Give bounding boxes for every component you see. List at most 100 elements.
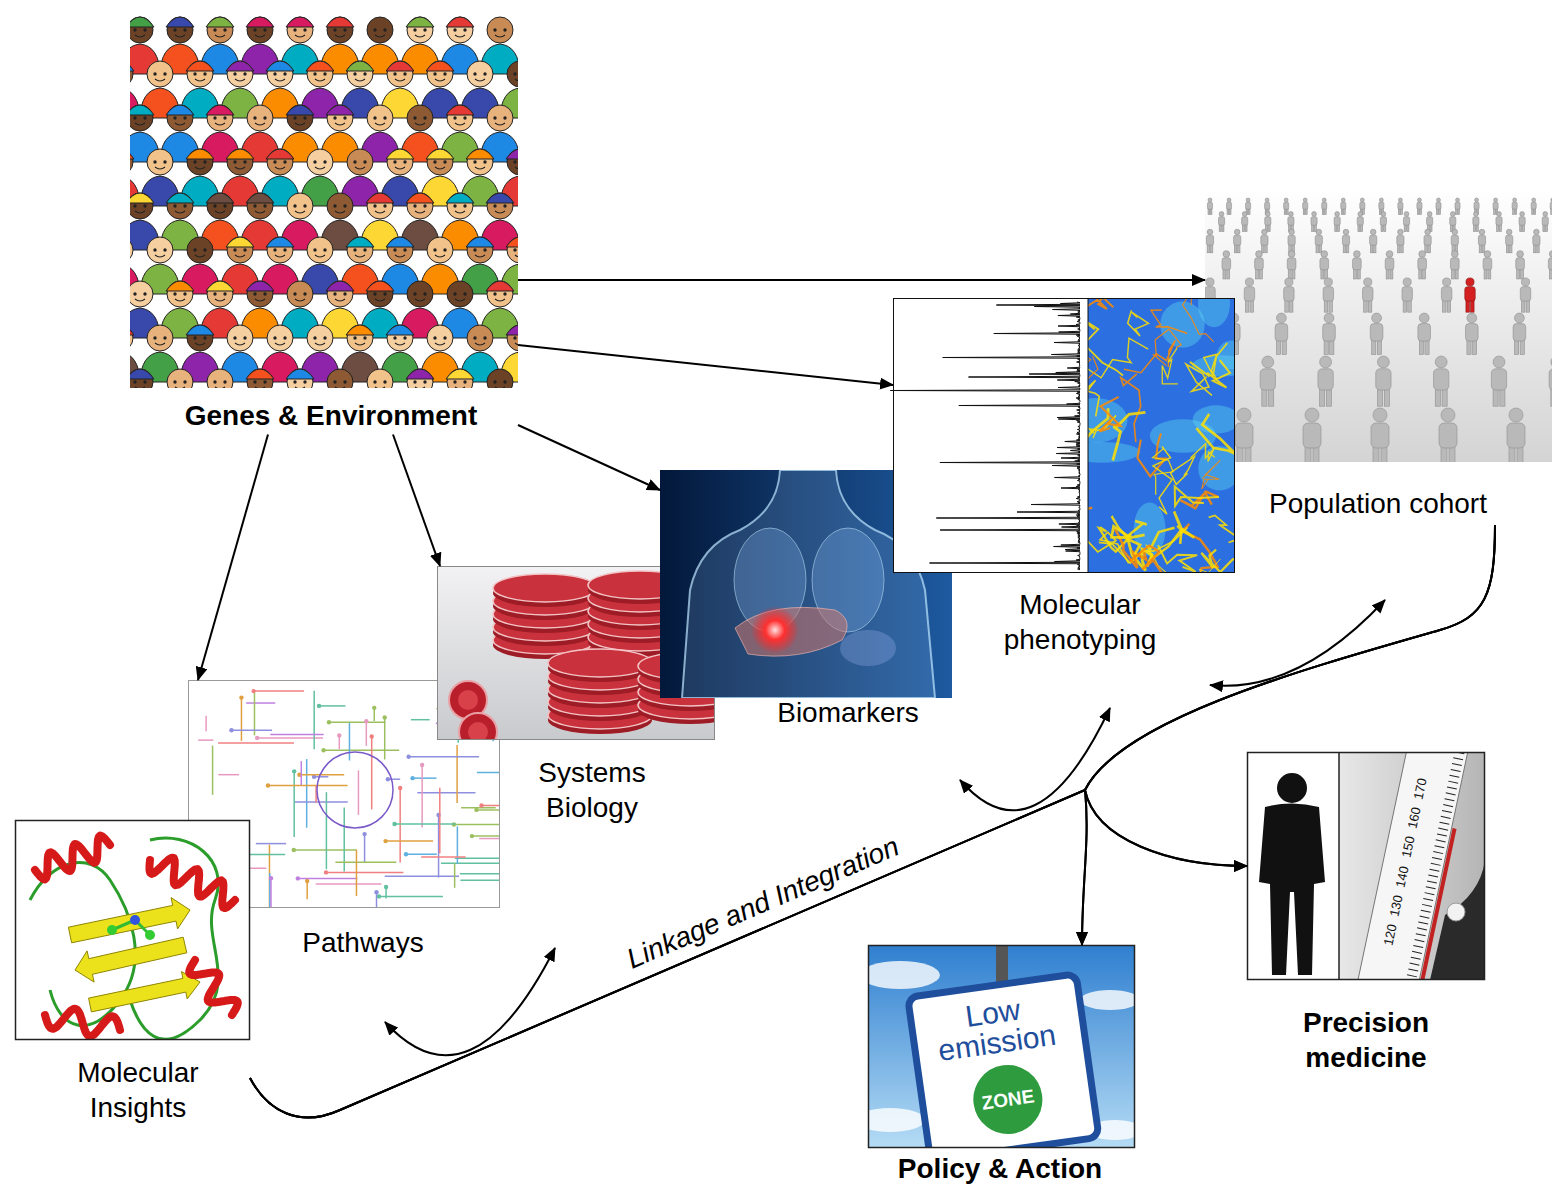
figure-body [1397,235,1404,245]
figure-body [1531,202,1536,209]
figure-head [1513,198,1517,202]
pathway-node [239,695,243,699]
figure-head [1324,313,1334,323]
pathway-line [254,690,304,692]
person-hat [446,369,474,379]
pathway-line [460,873,500,875]
figure-body [1334,217,1340,226]
figure-head [1506,229,1512,235]
person-head [247,369,273,388]
figure-head [1341,198,1345,202]
gauge-tick [1416,934,1426,936]
person-smile [255,299,265,301]
figure-body [1418,324,1431,342]
person-head [347,61,373,87]
person-head [187,61,213,87]
pathway-line [421,856,465,858]
person-head [487,193,513,219]
person-hat [366,281,394,291]
network-link [1196,414,1235,454]
figure-head [1277,313,1287,323]
tumor-glow [751,606,799,654]
person-hat [346,61,374,71]
person-smile [435,343,445,345]
figure-panel: Pathways [188,680,500,965]
network-link [1202,460,1221,489]
person-head [147,61,173,87]
person-eye [163,336,166,339]
person-hat [130,149,134,159]
person-head [167,281,193,307]
gauge-tick [1436,840,1446,842]
pathway-line [335,861,396,863]
person-head [347,149,373,175]
gauge-tick [1413,945,1423,947]
network-link [1158,545,1197,572]
person-hat [206,105,234,115]
figure-body [1506,235,1513,245]
pathway-line [413,777,437,779]
pathway-node [251,689,255,693]
person-eye [503,292,506,295]
person-eye [323,336,326,339]
person-smile [375,35,385,37]
person-eye [463,116,466,119]
panel-caption: Molecular Insights [33,1055,243,1125]
person-smile [195,255,205,257]
gauge-tick [1425,893,1435,895]
figure-head [1494,198,1498,202]
figure-head [1320,356,1332,368]
person-eye [383,28,386,31]
person-smile [455,387,465,388]
person-eye [363,336,366,339]
person-hat [346,237,374,247]
figure-body [1455,202,1460,209]
person-head [247,17,273,43]
person-eye [503,380,506,383]
figure-panel: Molecular phenotyping [893,298,1235,665]
gauge-tick [1430,869,1440,871]
person-hat [246,369,274,379]
network-link [1088,356,1098,385]
pathway-line [482,805,500,807]
person-smile [275,167,285,169]
pathway-node [374,890,378,894]
pathway-line [358,770,360,815]
person-eye [153,248,156,251]
figure-head [1360,198,1364,202]
person-eye [333,380,336,383]
protein-ground [15,820,250,1040]
person-eye [303,292,306,295]
pathway-cycle [317,752,393,828]
gauge-tick [1411,957,1421,959]
person-eye [253,380,256,383]
figure-head [1437,198,1441,202]
gauge-tick [1422,904,1432,906]
connector [1085,525,1495,866]
person-smile [275,255,285,257]
gauge-tick [1421,910,1431,912]
person-eye [183,204,186,207]
person-hat [506,237,518,247]
gauge-tick [1410,963,1420,965]
protein-frame [16,821,250,1040]
pathway-node [266,783,270,787]
person-head [407,17,433,43]
person-eye [153,160,156,163]
figure-body [1341,202,1346,209]
person-head [307,149,333,175]
person-eye [383,204,386,207]
figure-head [1521,278,1529,286]
person-smile [175,123,185,125]
person-eye [173,116,176,119]
pathway-line [479,838,500,840]
sign-roundel [967,1059,1048,1140]
figure-head [1452,229,1458,235]
network-link [1181,492,1218,509]
person-eye [423,380,426,383]
person-head [130,105,153,131]
person-eye [273,72,276,75]
pathway-node [383,715,387,719]
figure-body [1403,217,1409,226]
